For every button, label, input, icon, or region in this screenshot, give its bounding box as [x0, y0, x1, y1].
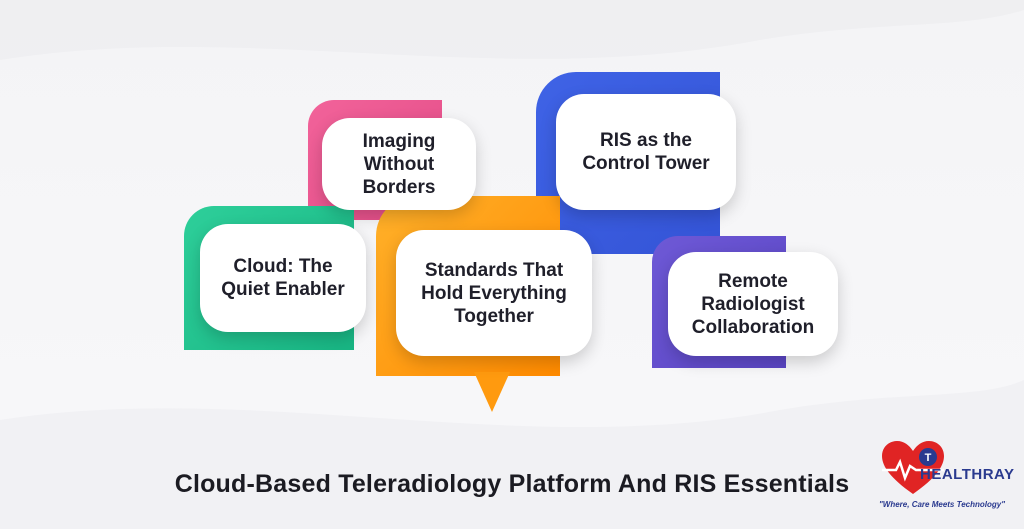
orange-speech-tail — [474, 372, 510, 412]
svg-text:T: T — [925, 452, 932, 464]
page-title: Cloud-Based Teleradiology Platform And R… — [174, 470, 850, 498]
node-remote-collaboration: Remote Radiologist Collaboration — [668, 252, 838, 356]
node-standards: Standards That Hold Everything Together — [396, 230, 592, 356]
healthray-logo: T HEALTHRAY "Where, Care Meets Technolog… — [872, 440, 1015, 520]
logo-tagline: "Where, Care Meets Technology" — [879, 500, 1005, 509]
logo-name: HEALTHRAY — [920, 466, 1015, 483]
node-imaging-without-borders: Imaging Without Borders — [322, 118, 476, 210]
node-ris-control-tower: RIS as the Control Tower — [556, 94, 736, 210]
heart-icon: T — [882, 441, 944, 494]
node-cloud-quiet-enabler: Cloud: The Quiet Enabler — [200, 224, 366, 332]
